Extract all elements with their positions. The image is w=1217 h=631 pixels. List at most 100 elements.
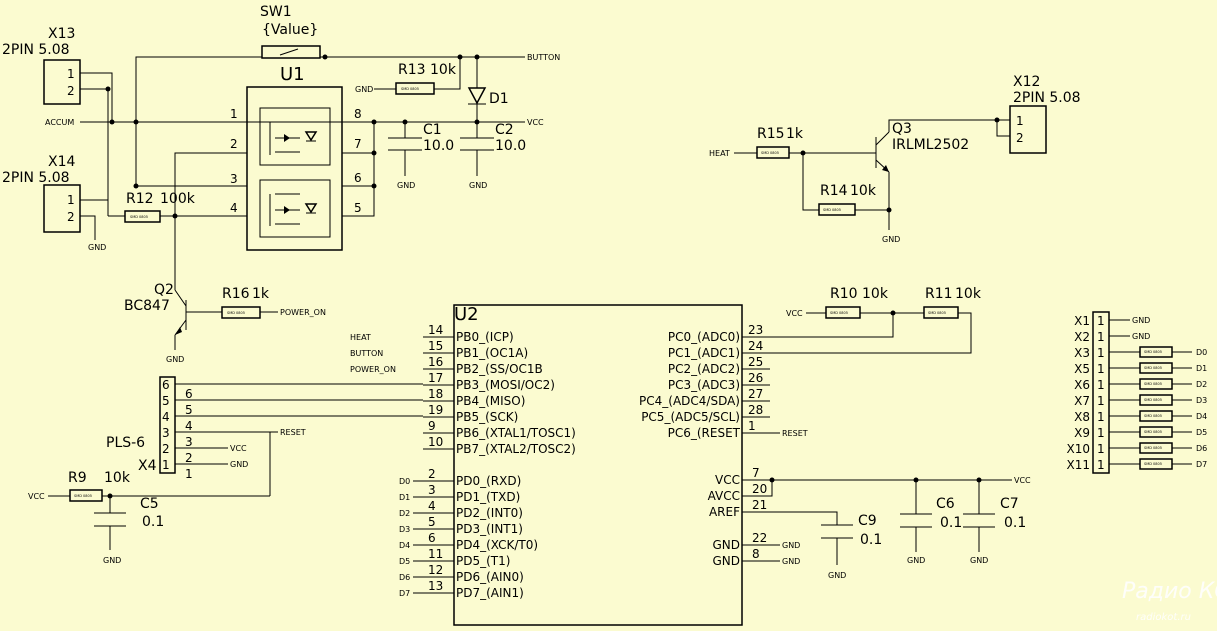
output-connector-net: D2 xyxy=(1196,380,1207,389)
u2-pin-name: PC4_(ADC4/SDA) xyxy=(639,394,740,408)
x4-wire-3: 3 xyxy=(185,435,193,449)
output-connector-pin: 1 xyxy=(1097,314,1105,328)
switch-sw1: SW1 {Value} BUTTON xyxy=(135,4,560,122)
u2-pin-name: GND xyxy=(712,538,740,552)
c6-gnd: GND xyxy=(907,556,925,565)
net-accum: ACCUM xyxy=(45,118,74,127)
r13-marking: SMD 0805 xyxy=(401,87,419,91)
u2-pin-number: 8 xyxy=(752,547,760,561)
r11-value: 10k xyxy=(955,286,982,302)
output-connector-net: GND xyxy=(1132,332,1150,341)
x14-pin-2: 2 xyxy=(67,210,75,224)
u2-pin-name: PC3_(ADC3) xyxy=(668,378,740,392)
u2-pin-number: 25 xyxy=(748,355,763,369)
u2-pin-name: PB4_(MISO) xyxy=(456,394,525,408)
u2-pin-net: BUTTON xyxy=(350,349,383,358)
c2-gnd: GND xyxy=(469,181,487,190)
u2-pin-number: 7 xyxy=(752,466,760,480)
decoupling-caps: VCC C9 0.1 GND C6 0.1 GND C7 0.1 GND xyxy=(742,476,1031,580)
c6-value: 0.1 xyxy=(940,515,962,531)
output-resistor-marking: SMD 0805 xyxy=(1144,382,1162,386)
x12-pin-2: 2 xyxy=(1016,131,1024,145)
r11-ref: R11 xyxy=(925,286,953,302)
sw1-value: {Value} xyxy=(262,22,318,38)
u2-pin-name: PB7_(XTAL2/TOSC2) xyxy=(456,442,576,456)
r9-ref: R9 xyxy=(68,470,87,486)
net-vcc-top: VCC xyxy=(527,118,544,127)
x4-pin-5: 5 xyxy=(162,394,170,408)
u2-pin-number: 14 xyxy=(428,323,443,337)
u2-pin-net: D2 xyxy=(399,509,410,518)
r12-marking: SMD 0805 xyxy=(130,215,148,219)
connector-x4: 6 5 4 3 2 1 PLS-6 X4 6 5 4 3 2 1 VCC GND… xyxy=(106,376,423,496)
output-connector-pin: 1 xyxy=(1097,442,1105,456)
u2-pin-number: 19 xyxy=(428,403,443,417)
u2-pin-number: 24 xyxy=(748,339,763,353)
x14-pin-1: 1 xyxy=(67,193,75,207)
net-button: BUTTON xyxy=(527,53,560,62)
x13-pin-1: 1 xyxy=(67,67,75,81)
u2-pin-number: 22 xyxy=(752,531,767,545)
x4-wire-6: 6 xyxy=(185,387,193,401)
output-connector-net: GND xyxy=(1132,316,1150,325)
capacitors-c1-c2: VCC C1 10.0 GND C2 10.0 GND xyxy=(374,118,544,190)
u2-pin-number: 4 xyxy=(428,499,436,513)
u2-pin-name: PB3_(MOSI/OC2) xyxy=(456,378,555,392)
c7-gnd: GND xyxy=(970,556,988,565)
u2-pin-name: PB0_(ICP) xyxy=(456,330,514,344)
u2-pin-number: 17 xyxy=(428,371,443,385)
c7-ref: C7 xyxy=(1000,496,1019,512)
r14-marking: SMD 0805 xyxy=(823,208,841,212)
u2-gnd-net: GND xyxy=(782,557,800,566)
u2-pin-number: 9 xyxy=(428,419,436,433)
x4-pin-4: 4 xyxy=(162,410,170,424)
u2-pin-number: 15 xyxy=(428,339,443,353)
x4-pin-6: 6 xyxy=(162,378,170,392)
output-resistor-marking: SMD 0805 xyxy=(1144,350,1162,354)
output-resistor-marking: SMD 0805 xyxy=(1144,462,1162,466)
output-connector-ref: X1 xyxy=(1074,314,1090,328)
u2-pin-number: 1 xyxy=(748,419,756,433)
u1-pin-8: 8 xyxy=(354,107,362,121)
resistor-r13: R13 10k SMD 0805 GND xyxy=(355,54,463,95)
u2-pin-net: D0 xyxy=(399,477,410,486)
x12-pin-1: 1 xyxy=(1016,114,1024,128)
u2-pin-number: 11 xyxy=(428,547,443,561)
c5-ref: C5 xyxy=(140,496,159,512)
u2-pin-number: 21 xyxy=(752,498,767,512)
c2-ref: C2 xyxy=(495,122,514,138)
q2-gnd: GND xyxy=(166,355,184,364)
u1-pin-4: 4 xyxy=(230,201,238,215)
c2-value: 10.0 xyxy=(495,138,526,154)
watermark: Радио КОТ radiokot.ru xyxy=(1122,579,1217,623)
r9-marking: SMD 0805 xyxy=(74,494,92,498)
r12-value: 100k xyxy=(160,191,196,207)
transistor-q2: Q2 BC847 GND xyxy=(124,282,222,364)
output-connector-pin: 1 xyxy=(1097,410,1105,424)
u2-pin-net: D1 xyxy=(399,493,410,502)
c9-ref: C9 xyxy=(858,513,877,529)
u2-pin-number: 6 xyxy=(428,531,436,545)
u2-pin-name: PB6_(XTAL1/TOSC1) xyxy=(456,426,576,440)
r13-value: 10k xyxy=(430,62,457,78)
output-connector-net: D3 xyxy=(1196,396,1207,405)
output-connector-ref: X8 xyxy=(1074,410,1090,424)
x4-wire-5: 5 xyxy=(185,403,193,417)
output-connector-net: D5 xyxy=(1196,428,1207,437)
u2-pin-number: 10 xyxy=(428,435,443,449)
u2-pin-net: RESET xyxy=(782,429,808,438)
output-connector-ref: X7 xyxy=(1074,394,1090,408)
c5-value: 0.1 xyxy=(142,514,164,530)
r14-ref: R14 xyxy=(820,183,848,199)
u2-pin-net: D3 xyxy=(399,525,410,534)
u2-pin-number: 12 xyxy=(428,563,443,577)
output-connector-pin: 1 xyxy=(1097,394,1105,408)
u2-pin-name: PD2_(INT0) xyxy=(456,506,523,520)
u2-pin-name: PB5_(SCK) xyxy=(456,410,518,424)
r10-ref: R10 xyxy=(830,286,858,302)
resistor-r12: R12 100k SMD 0805 xyxy=(124,191,196,223)
